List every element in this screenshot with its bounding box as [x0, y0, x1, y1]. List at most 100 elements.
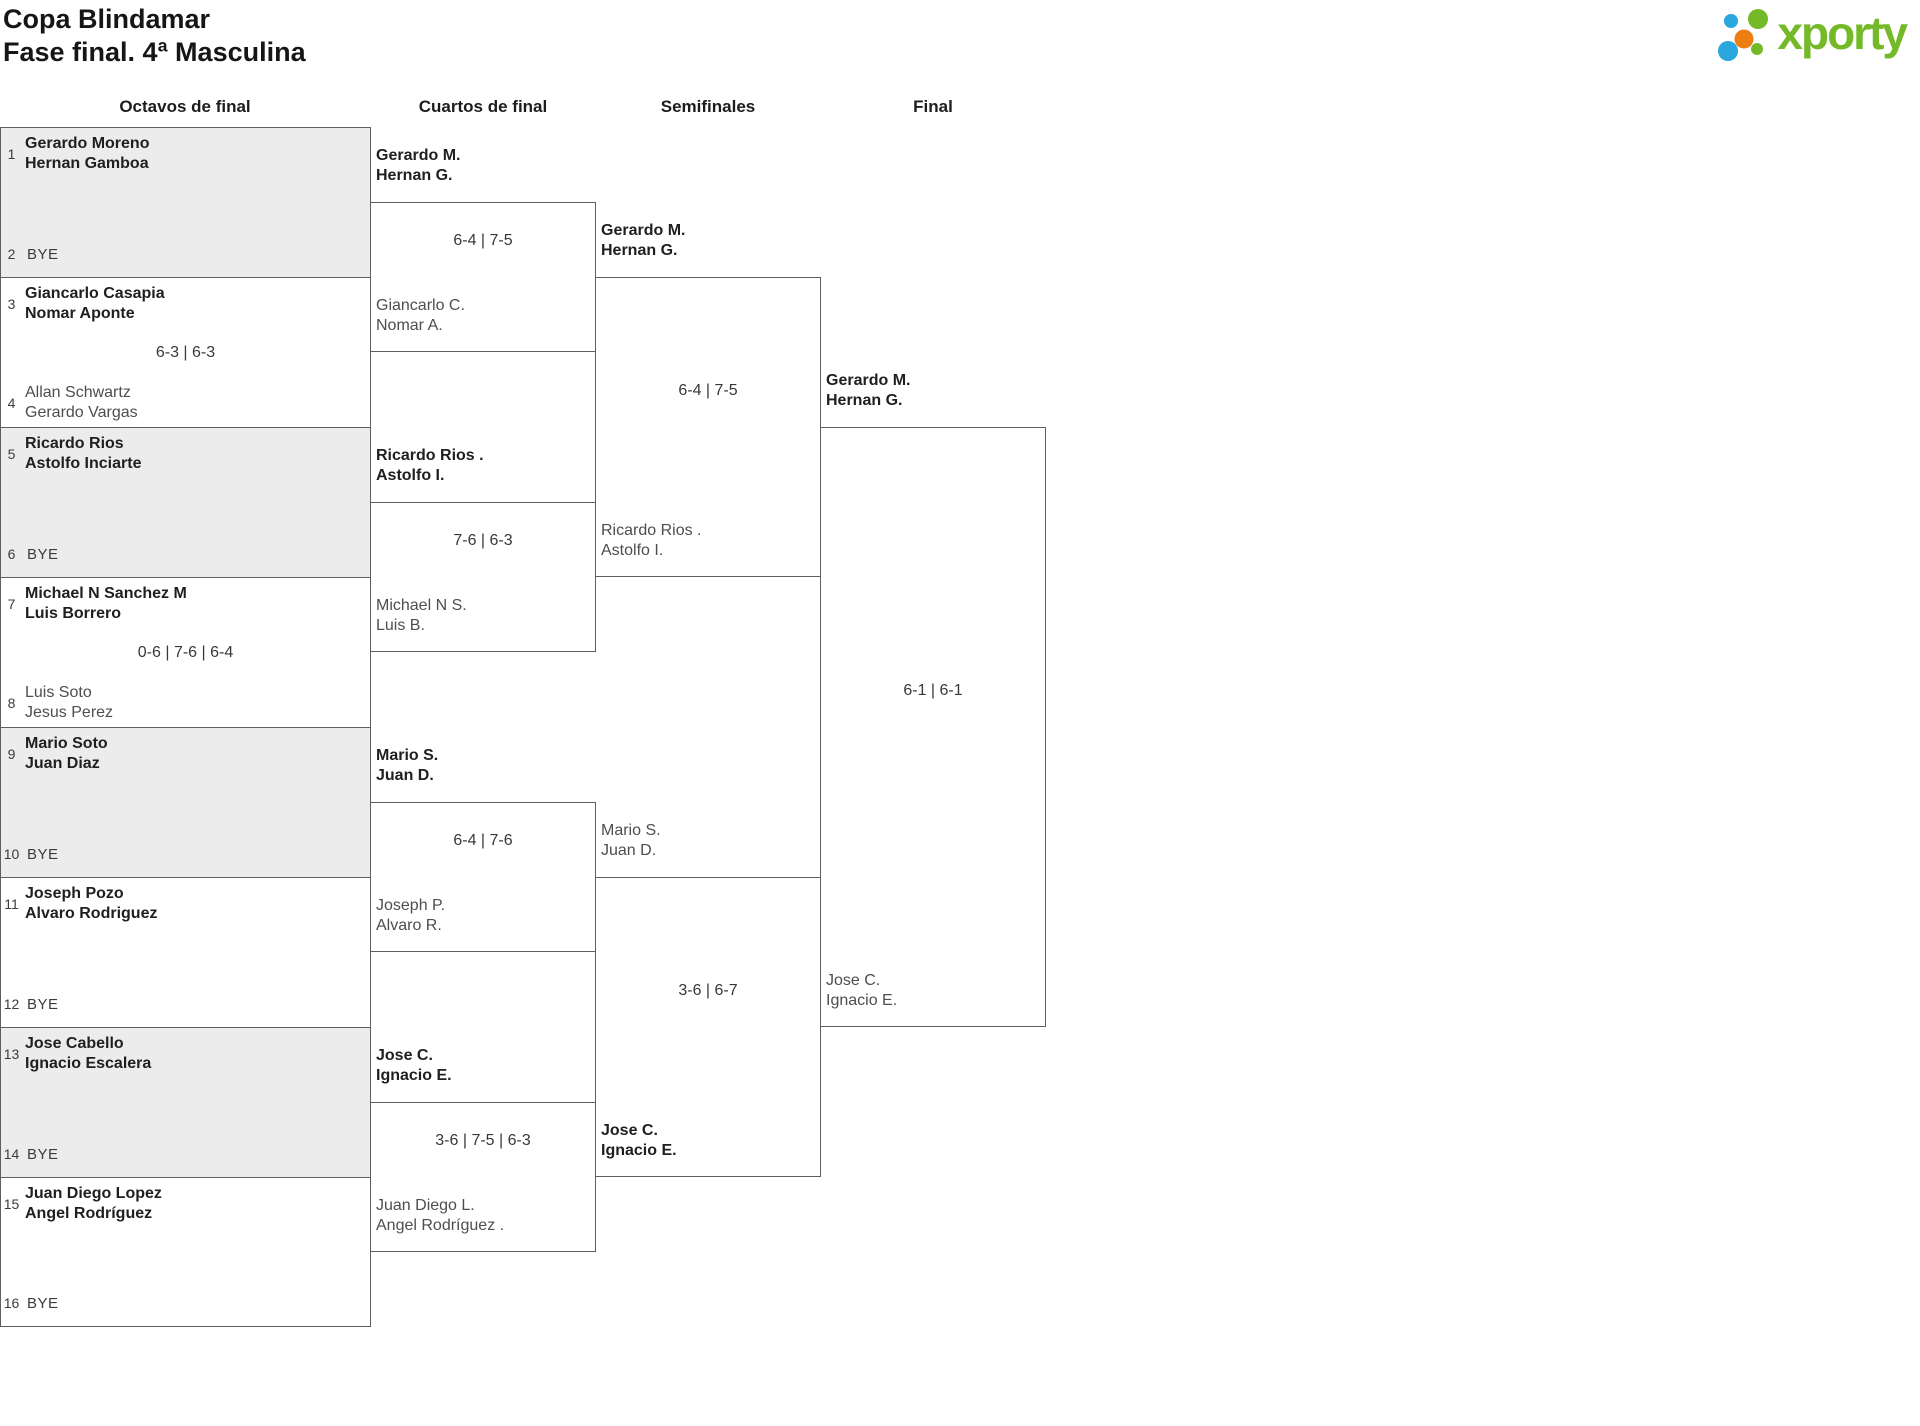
player-name: Giancarlo C.: [376, 297, 465, 314]
player-name: Jose C.: [826, 972, 881, 989]
final-match: Gerardo M. Hernan G. 6-1 | 6-1 Jose C. I…: [820, 372, 1046, 1027]
eliminated-team: Michael N S. Luis B.: [376, 596, 467, 636]
seed-number: 6: [7, 546, 16, 562]
seed-number: 11: [4, 896, 19, 912]
player-name: Gerardo M.: [601, 222, 686, 239]
match-score: 6-3 | 6-3: [155, 343, 216, 361]
player-name: Gerardo Moreno: [25, 135, 150, 152]
bye-entry: 12 BYE: [1, 994, 59, 1014]
eliminated-team: Joseph P. Alvaro R.: [376, 896, 445, 936]
match-score: 6-4 | 7-6: [453, 832, 513, 849]
seed-number: 12: [3, 996, 20, 1012]
player-name: Mario Soto: [25, 735, 108, 752]
player-name: Ignacio Escalera: [25, 1055, 152, 1072]
player-name: Luis Soto: [25, 684, 92, 701]
player-name: Mario S.: [601, 822, 661, 839]
match-score: 6-1 | 6-1: [903, 682, 963, 699]
player-name: Jose C.: [376, 1047, 433, 1064]
player-name: Michael N Sanchez M: [25, 585, 187, 602]
player-name: Jose Cabello: [25, 1035, 124, 1052]
player-name: Juan Diego Lopez: [25, 1185, 162, 1202]
page-title: Copa Blindamar Fase final. 4ª Masculina: [3, 3, 306, 69]
r16-match-1: 1 Gerardo Moreno Hernan Gamboa 2 BYE: [0, 127, 371, 278]
player-name: Astolfo Inciarte: [25, 455, 142, 472]
qf-match-4: Jose C. Ignacio E. 3-6 | 7-5 | 6-3 Juan …: [370, 1047, 596, 1252]
player-name: Nomar A.: [376, 317, 443, 334]
team-names: Gerardo Moreno Hernan Gamboa: [25, 134, 149, 174]
player-name: Ignacio E.: [376, 1067, 452, 1084]
xporty-dots-icon: [1716, 7, 1769, 63]
advancing-team: Jose C. Ignacio E.: [376, 1046, 452, 1086]
bye-entry: 16 BYE: [1, 1293, 59, 1313]
player-name: Ricardo Rios .: [601, 522, 702, 539]
eliminated-team: Juan Diego L. Angel Rodríguez .: [376, 1196, 504, 1236]
r16-match-4: 7 Michael N Sanchez M Luis Borrero 0-6 |…: [0, 577, 371, 728]
r16-match-2: 3 Giancarlo Casapia Nomar Aponte 6-3 | 6…: [0, 277, 371, 428]
player-name: Gerardo M.: [376, 147, 461, 164]
team-names: Michael N Sanchez M Luis Borrero: [25, 584, 187, 624]
team-names: Luis Soto Jesus Perez: [25, 683, 113, 723]
team-names: Juan Diego Lopez Angel Rodríguez: [25, 1184, 162, 1224]
match-score: 7-6 | 6-3: [453, 532, 513, 549]
xporty-wordmark: xporty: [1777, 7, 1908, 59]
player-name: Gerardo M.: [826, 372, 911, 389]
player-name: Ignacio E.: [826, 992, 898, 1009]
seed-number: 5: [7, 446, 16, 462]
match-score: 6-4 | 7-5: [678, 382, 738, 399]
player-name: Luis B.: [376, 617, 425, 634]
r16-match-7: 13 Jose Cabello Ignacio Escalera 14 BYE: [0, 1027, 371, 1178]
player-name: Ignacio E.: [601, 1142, 677, 1159]
qf-match-3: Mario S. Juan D. 6-4 | 7-6 Joseph P. Alv…: [370, 747, 596, 952]
player-name: Ricardo Rios .: [376, 447, 484, 464]
player-name: Luis Borrero: [25, 605, 122, 622]
player-name: Nomar Aponte: [25, 305, 135, 322]
r16-match-3: 5 Ricardo Rios Astolfo Inciarte 6 BYE: [0, 427, 371, 578]
bye-entry: 10 BYE: [1, 844, 59, 864]
seed-number: 7: [7, 596, 16, 612]
player-name: Angel Rodríguez: [25, 1205, 153, 1222]
player-name: Juan Diaz: [25, 755, 100, 772]
player-name: Juan D.: [376, 767, 434, 784]
bye-label: BYE: [27, 1145, 59, 1163]
seed-number: 8: [7, 695, 16, 711]
r16-match-8: 15 Juan Diego Lopez Angel Rodríguez 16 B…: [0, 1177, 371, 1327]
player-name: Alvaro Rodriguez: [25, 905, 158, 922]
advancing-team: Mario S. Juan D.: [376, 746, 438, 786]
bye-label: BYE: [27, 845, 59, 863]
team-names: Joseph Pozo Alvaro Rodriguez: [25, 884, 157, 924]
player-name: Hernan G.: [826, 392, 903, 409]
player-name: Joseph Pozo: [25, 885, 124, 902]
r16-match-5: 9 Mario Soto Juan Diaz 10 BYE: [0, 727, 371, 878]
eliminated-team: Ricardo Rios . Astolfo I.: [601, 521, 701, 561]
champion-team: Gerardo M. Hernan G.: [826, 371, 910, 411]
runner-up-team: Jose C. Ignacio E.: [826, 971, 897, 1011]
advancing-team: Ricardo Rios . Astolfo I.: [376, 446, 484, 486]
team-names: Mario Soto Juan Diaz: [25, 734, 108, 774]
advancing-team: Jose C. Ignacio E.: [601, 1121, 677, 1161]
player-name: Gerardo Vargas: [25, 404, 138, 421]
xporty-logo[interactable]: xporty: [1716, 6, 1908, 64]
sf-match-1: Gerardo M. Hernan G. 6-4 | 7-5 Ricardo R…: [595, 222, 821, 577]
bye-label: BYE: [27, 995, 59, 1013]
player-name: Hernan G.: [376, 167, 453, 184]
eliminated-team: Giancarlo C. Nomar A.: [376, 296, 465, 336]
seed-number: 16: [3, 1295, 20, 1311]
bye-entry: 14 BYE: [1, 1144, 59, 1164]
qf-match-2: Ricardo Rios . Astolfo I. 7-6 | 6-3 Mich…: [370, 447, 596, 652]
r16-match-6: 11 Joseph Pozo Alvaro Rodriguez 12 BYE: [0, 877, 371, 1028]
seed-number: 14: [3, 1146, 20, 1162]
match-score: 3-6 | 7-5 | 6-3: [435, 1132, 531, 1149]
player-name: Giancarlo Casapia: [25, 285, 165, 302]
player-name: Jesus Perez: [25, 704, 114, 721]
player-name: Ricardo Rios: [25, 435, 124, 452]
seed-number: 9: [7, 746, 16, 762]
seed-number: 10: [3, 846, 20, 862]
advancing-team: Gerardo M. Hernan G.: [601, 221, 685, 261]
match-score: 3-6 | 6-7: [678, 982, 738, 999]
bye-label: BYE: [27, 1294, 59, 1312]
column-header-round-of-16: Octavos de final: [119, 97, 251, 116]
match-score: 6-4 | 7-5: [453, 232, 513, 249]
player-name: Mario S.: [376, 747, 439, 764]
player-name: Juan D.: [601, 842, 657, 859]
